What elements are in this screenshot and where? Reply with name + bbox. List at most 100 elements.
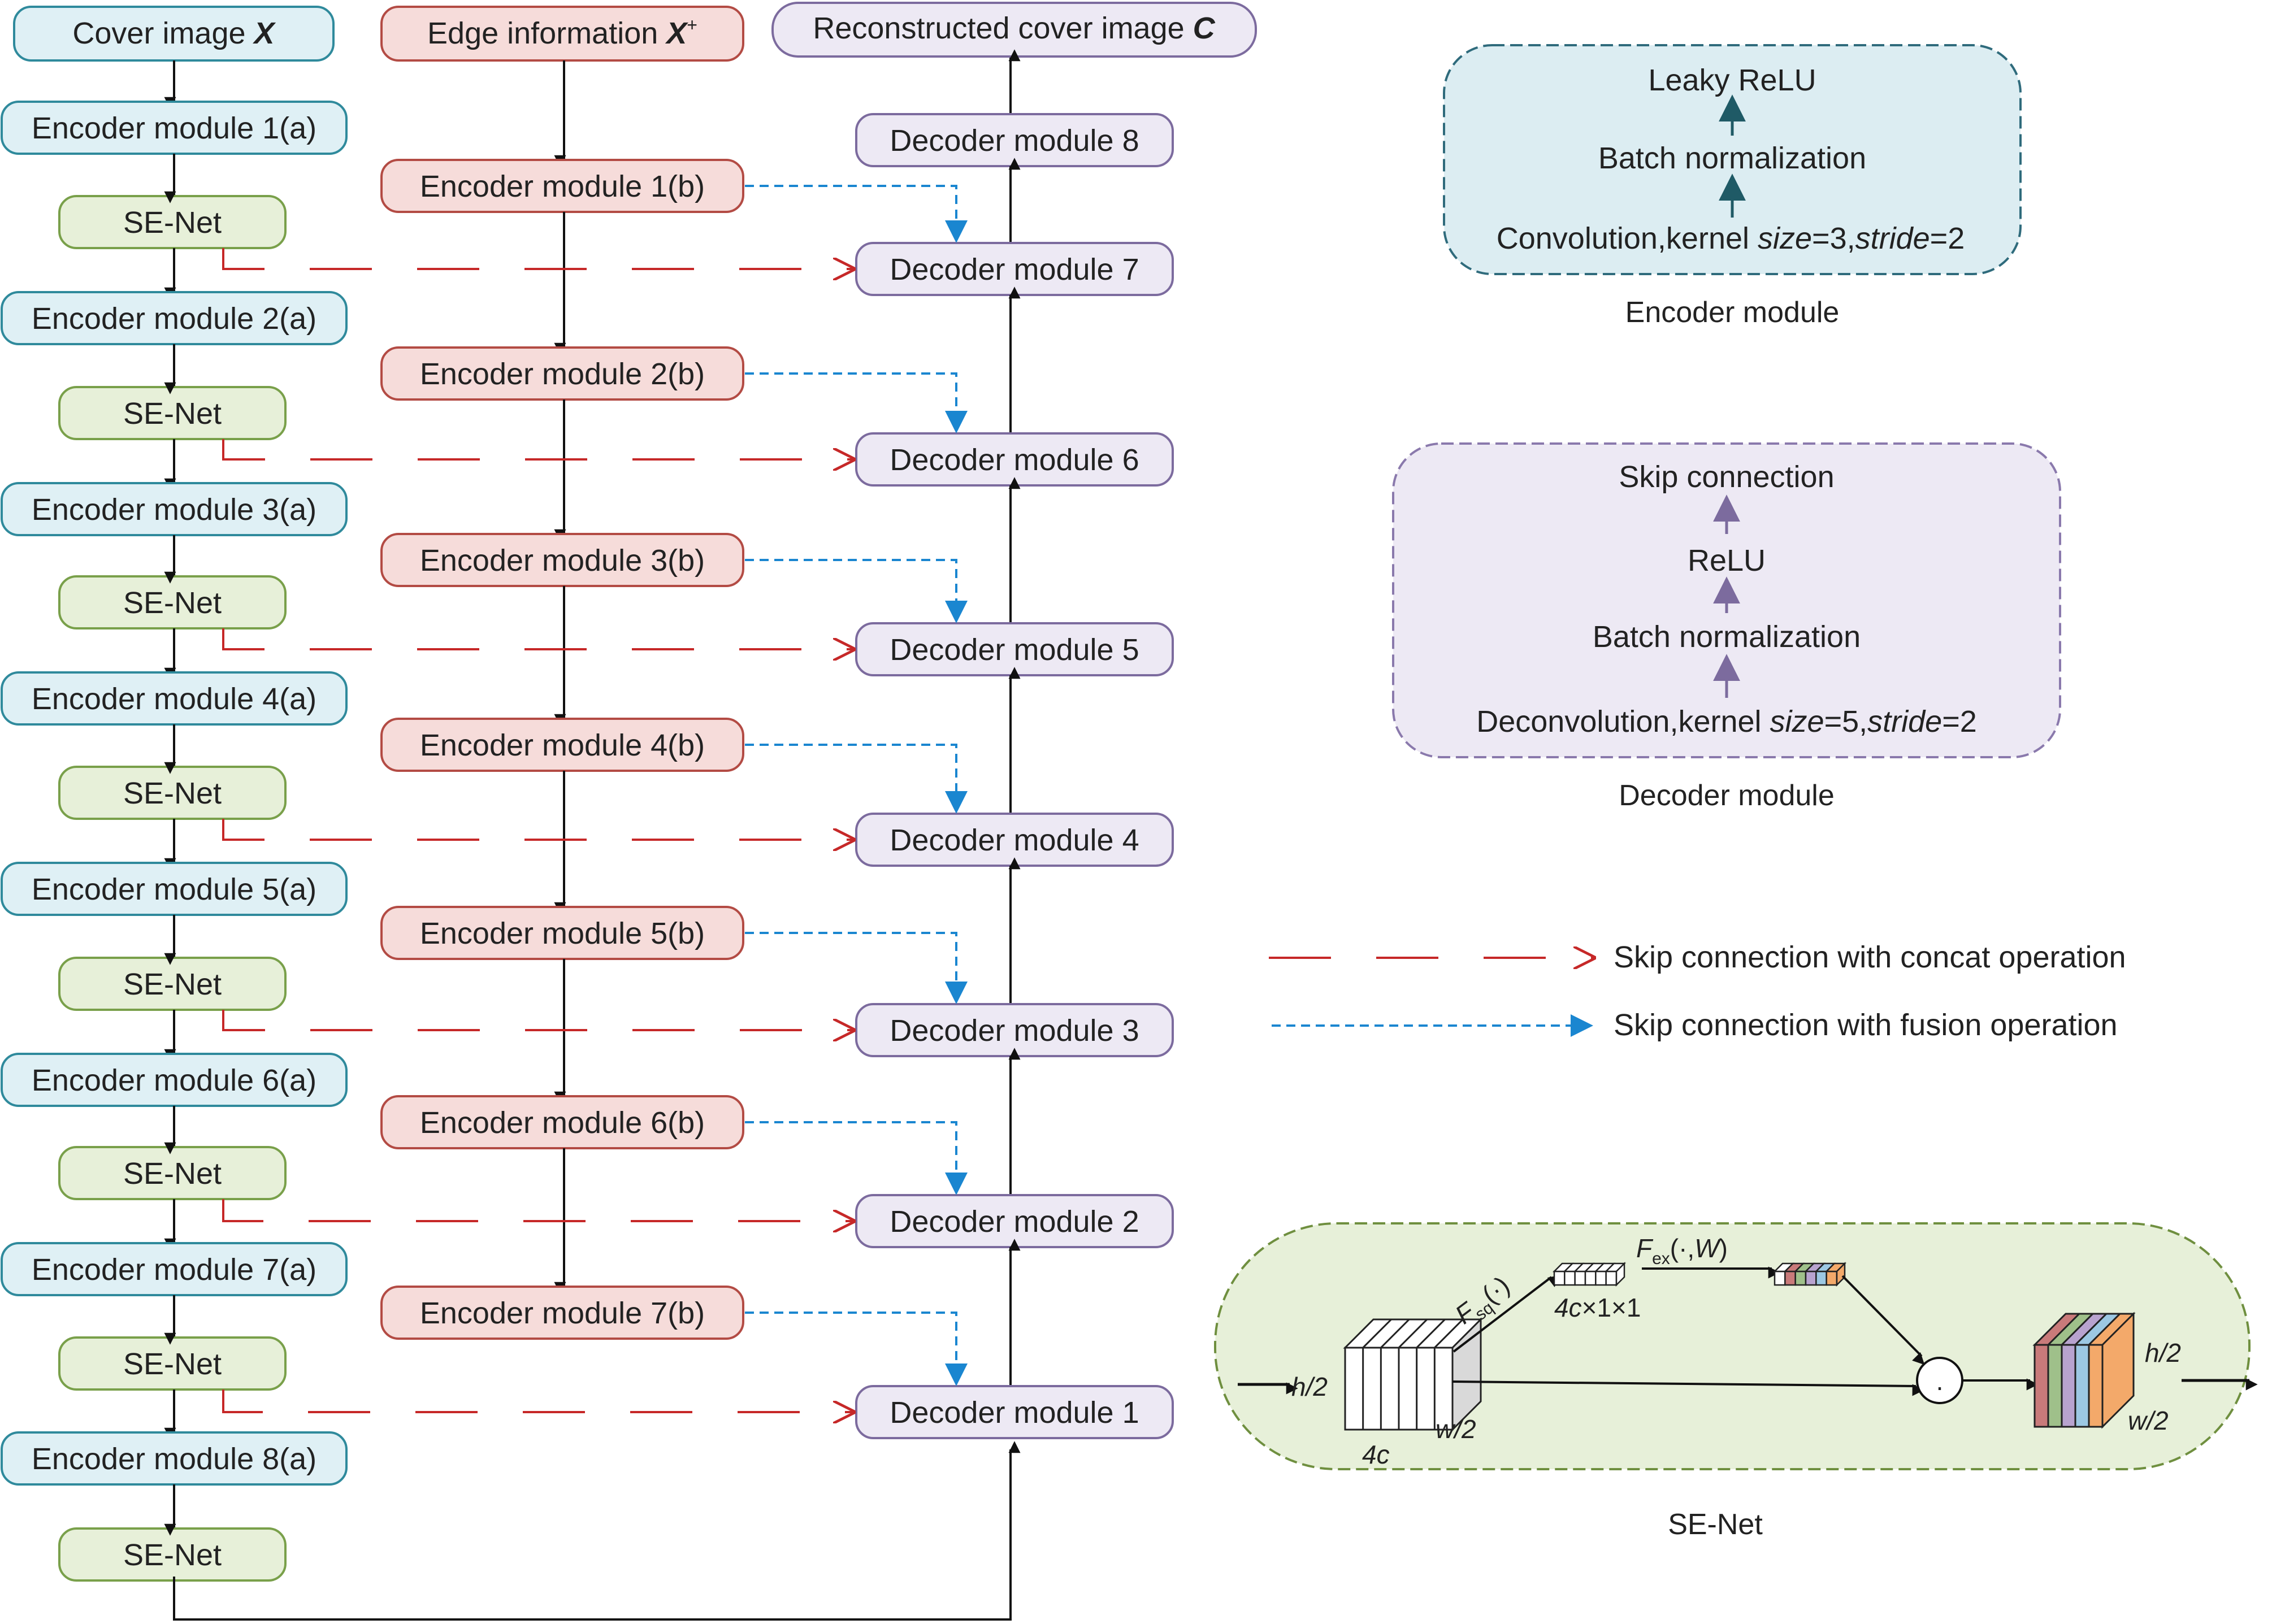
fusion-skip-3 [745, 559, 968, 623]
encoder-module-3b: Encoder module 3(b) [380, 533, 744, 587]
encoder-module-1a: Encoder module 1(a) [1, 101, 348, 155]
senet-box-1: SE-Net [58, 195, 287, 249]
edge-information-var: X [665, 16, 688, 50]
encoder-module-6b: Encoder module 6(b) [380, 1095, 744, 1149]
senet-squeeze-arrow [1452, 1275, 1560, 1353]
senet-box-5: SE-Net [58, 957, 287, 1011]
skip-connections [222, 185, 968, 1412]
cover-image-label: Cover image [72, 16, 254, 50]
decoder-module-2: Decoder module 2 [855, 1194, 1174, 1248]
edge-information-box: Edge information X+ [380, 6, 744, 62]
senet-box-8: SE-Net [58, 1527, 287, 1582]
decoder-module-1: Decoder module 1 [855, 1385, 1174, 1439]
encoder-module-7b: Encoder module 7(b) [380, 1286, 744, 1340]
senet-box-8-label: SE-Net [123, 1538, 222, 1572]
decoder-module-1-label: Decoder module 1 [890, 1396, 1139, 1430]
encoder-module-3a: Encoder module 3(a) [1, 482, 348, 536]
middle-encoder-column: Encoder module 1(b) Encoder module 2(b) En… [380, 60, 744, 1340]
senet-identity-arrow [1452, 1380, 1924, 1396]
senet-panel: h/2 4c w/2 Fsq(·) 4c×1×1 Fex(·,W) · h/2 … [1214, 1222, 2258, 1470]
edge-information-label: Edge information [427, 16, 666, 50]
legend: Skip connection with concat operation Sk… [1269, 940, 2126, 1042]
senet-multiply-symbol: · [1935, 1372, 1944, 1401]
cover-image-var: X [253, 16, 276, 50]
encoder-panel-caption: Encoder module [1625, 296, 1840, 329]
encoder-module-1b-label: Encoder module 1(b) [420, 170, 705, 203]
svg-text:Cover image X: Cover image X [72, 16, 276, 50]
senet-panel-caption: SE-Net [1668, 1508, 1763, 1541]
encoder-panel-convolution: Convolution,kernel size=3,stride=2 [1497, 222, 1965, 255]
concat-skip-7 [222, 1389, 853, 1412]
decoder-module-2-label: Decoder module 2 [890, 1205, 1139, 1239]
encoder-module-2a-label: Encoder module 2(a) [32, 302, 316, 336]
senet-input-h: h/2 [1291, 1372, 1328, 1401]
encoder-module-6a: Encoder module 6(a) [1, 1053, 348, 1107]
svg-text:Edge information X+: Edge information X+ [427, 15, 697, 50]
senet-scale-arrow [1841, 1275, 1925, 1365]
fusion-skip-4 [745, 744, 968, 814]
concat-skip-4 [222, 819, 853, 840]
encoder-module-2a: Encoder module 2(a) [1, 291, 348, 345]
senet-box-4: SE-Net [58, 766, 287, 820]
reconstructed-cover-box: Reconstructed cover image C [771, 2, 1257, 58]
decoder-module-6: Decoder module 6 [855, 432, 1174, 487]
decoder-module-3: Decoder module 3 [855, 1003, 1174, 1057]
decoder-module-3-label: Decoder module 3 [890, 1014, 1139, 1048]
decoder-module-7: Decoder module 7 [855, 242, 1174, 296]
encoder-module-5b-label: Encoder module 5(b) [420, 917, 705, 950]
senet-box-6-label: SE-Net [123, 1157, 222, 1191]
fusion-skip-7 [745, 1312, 968, 1386]
encoder-module-1b: Encoder module 1(b) [380, 159, 744, 213]
senet-output-h: h/2 [2145, 1338, 2181, 1367]
senet-excited-vector [1772, 1261, 1847, 1287]
encoder-module-3a-label: Encoder module 3(a) [32, 493, 316, 527]
reconstructed-cover-label: Reconstructed cover image [813, 11, 1193, 45]
decoder-panel-batch-norm: Batch normalization [1593, 620, 1861, 654]
encoder-module-1a-label: Encoder module 1(a) [32, 111, 316, 145]
decoder-module-5-label: Decoder module 5 [890, 633, 1139, 667]
encoder-panel-batch-norm: Batch normalization [1598, 141, 1866, 175]
encoder-module-2b-label: Encoder module 2(b) [420, 357, 705, 391]
senet-box-4-label: SE-Net [123, 776, 222, 810]
encoder-module-4b-label: Encoder module 4(b) [420, 728, 705, 762]
decoder-column: Decoder module 8 Decoder module 7 Decoder … [855, 49, 1174, 1439]
decoder-module-8: Decoder module 8 [855, 113, 1174, 167]
decoder-panel-skip-connection: Skip connection [1619, 460, 1834, 494]
encoder-module-panel: Leaky ReLU Batch normalization Convoluti… [1443, 44, 2022, 329]
encoder-panel-leaky-relu: Leaky ReLU [1648, 63, 1816, 97]
encoder-module-4a: Encoder module 4(a) [1, 671, 348, 726]
encoder-module-3b-label: Encoder module 3(b) [420, 544, 705, 577]
decoder-module-4-label: Decoder module 4 [890, 823, 1139, 857]
senet-box-7: SE-Net [58, 1336, 287, 1391]
cover-image-box: Cover image X [13, 6, 335, 62]
encoder-module-7a-label: Encoder module 7(a) [32, 1253, 316, 1287]
encoder-module-8a-label: Encoder module 8(a) [32, 1442, 316, 1476]
legend-concat-label: Skip connection with concat operation [1614, 940, 2126, 974]
encoder-module-6a-label: Encoder module 6(a) [32, 1063, 316, 1097]
encoder-module-7a: Encoder module 7(a) [1, 1242, 348, 1296]
concat-skip-5 [222, 1010, 853, 1030]
senet-squeezed-vector [1552, 1261, 1627, 1287]
senet-fex-label: Fex(·,W) [1636, 1234, 1728, 1268]
decoder-panel-deconvolution: Deconvolution,kernel size=5,stride=2 [1476, 705, 1977, 739]
decoder-panel-relu: ReLU [1688, 544, 1766, 577]
encoder-module-5b: Encoder module 5(b) [380, 906, 744, 960]
fusion-skip-2 [745, 372, 968, 433]
edge-information-sup: + [687, 15, 697, 35]
senet-input-feature-cube [1343, 1317, 1483, 1432]
concat-skip-3 [222, 628, 853, 649]
senet-box-2-label: SE-Net [123, 397, 222, 431]
senet-input-w: w/2 [1436, 1414, 1476, 1444]
senet-vector-dims: 4c×1×1 [1554, 1293, 1641, 1322]
encoder-module-6b-label: Encoder module 6(b) [420, 1106, 705, 1140]
senet-box-1-label: SE-Net [123, 206, 222, 240]
fusion-skip-5 [745, 932, 968, 1004]
decoder-module-8-label: Decoder module 8 [890, 124, 1139, 158]
senet-box-6: SE-Net [58, 1146, 287, 1200]
decoder-module-4: Decoder module 4 [855, 813, 1174, 867]
senet-box-2: SE-Net [58, 386, 287, 440]
encoder-module-5a: Encoder module 5(a) [1, 862, 348, 916]
encoder-module-4a-label: Encoder module 4(a) [32, 682, 316, 716]
